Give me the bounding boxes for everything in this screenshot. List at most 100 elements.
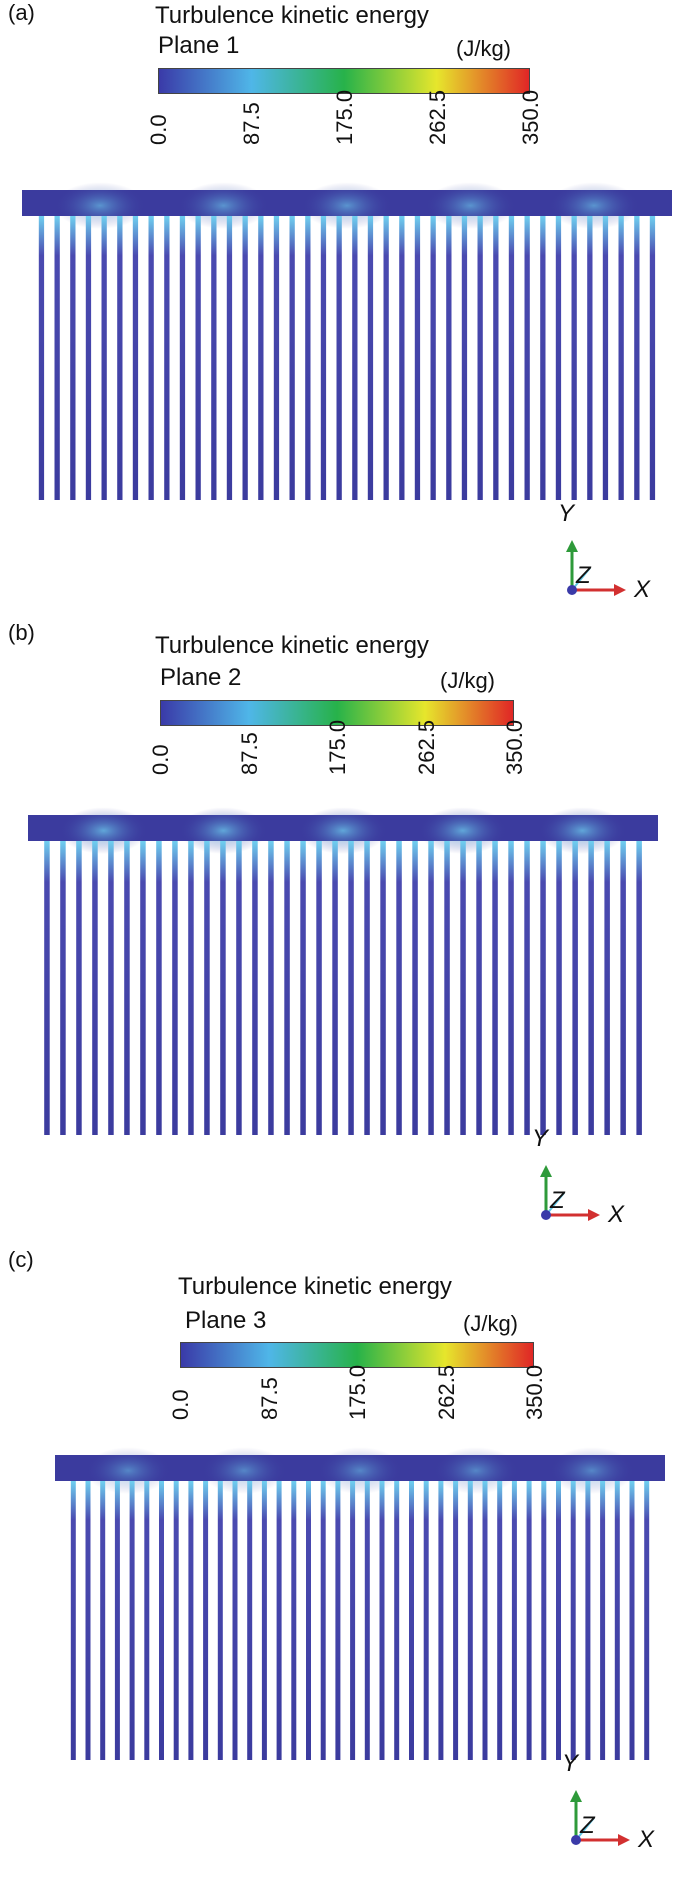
tube [380, 841, 386, 1135]
tube [114, 1481, 120, 1760]
colorbar-title: Turbulence kinetic energy [155, 2, 429, 29]
panel-a: (a) Turbulence kinetic energy Plane 1 (J… [0, 0, 700, 620]
tube [335, 1481, 341, 1760]
tube [261, 1481, 267, 1760]
panel-b: (b) Turbulence kinetic energy Plane 2 (J… [0, 620, 700, 1245]
tube [140, 841, 146, 1135]
tube [350, 1481, 356, 1760]
turbulence-hotspot [548, 182, 640, 229]
colorbar-tick-label: 0.0 [148, 744, 173, 775]
colorbar-tick-label: 0.0 [168, 1389, 193, 1420]
axis-triad-arrows [540, 1165, 600, 1221]
plane-label: Plane 2 [160, 664, 242, 691]
tube [588, 841, 594, 1135]
tube [508, 841, 514, 1135]
tube [242, 216, 248, 500]
tube [620, 841, 626, 1135]
tube [92, 841, 98, 1135]
colorbar-gradient [160, 700, 514, 726]
tube [629, 1481, 635, 1760]
panel-label: (b) [8, 620, 35, 645]
tube [444, 841, 450, 1135]
tube [188, 841, 194, 1135]
tube [412, 841, 418, 1135]
tube [148, 216, 154, 500]
tube [614, 1481, 620, 1760]
tube [320, 1481, 326, 1760]
turbulence-hotspot [301, 182, 393, 229]
contour-field [55, 1447, 665, 1760]
tube [604, 841, 610, 1135]
colorbar-tick-label: 87.5 [236, 732, 262, 775]
tube [132, 216, 139, 500]
tube [108, 841, 114, 1135]
colorbar-tick-label: 175.0 [332, 89, 357, 145]
tube [220, 841, 226, 1135]
turbulence-hotspot [178, 182, 269, 229]
tube [423, 1481, 429, 1760]
tube [508, 216, 515, 500]
turbulence-hotspot [418, 807, 507, 854]
tube [556, 841, 562, 1135]
turbulence-hotspot [201, 1447, 287, 1494]
panel-c: (c) Turbulence kinetic energy Plane 3 (J… [0, 1245, 700, 1877]
plane-label: Plane 3 [185, 1307, 267, 1334]
tube [289, 216, 295, 500]
tube [493, 216, 499, 500]
tube [300, 841, 306, 1135]
tube [430, 216, 436, 500]
tube [284, 841, 290, 1135]
tube [305, 216, 311, 500]
turbulence-hotspot [59, 807, 148, 854]
plane-label: Plane 1 [158, 32, 240, 59]
tube [570, 1481, 576, 1760]
tube [379, 1481, 385, 1760]
tube [217, 1481, 223, 1760]
tube [117, 216, 123, 500]
tube [164, 216, 170, 500]
tube [446, 216, 452, 500]
turbulence-hotspot [317, 1447, 403, 1494]
axis-label-y: Y [558, 500, 575, 527]
axis-triad: Y Z X [556, 500, 666, 610]
axis-label-z: Z [576, 562, 591, 589]
tube [572, 841, 578, 1135]
tube [144, 1481, 150, 1760]
tube [524, 841, 530, 1135]
tube [571, 216, 577, 500]
turbulence-hotspot [538, 807, 627, 854]
tube [236, 841, 242, 1135]
tube [204, 841, 210, 1135]
colorbar-title: Turbulence kinetic energy [178, 1273, 452, 1300]
tube [482, 1481, 488, 1760]
tube [585, 1481, 591, 1760]
tube [438, 1481, 444, 1760]
tube [195, 216, 201, 500]
colorbar-tick-label: 350.0 [518, 89, 543, 145]
tube [556, 1481, 561, 1760]
colorbar-tick-label: 350.0 [522, 1364, 547, 1420]
axis-label-x: X [634, 576, 651, 603]
tube [159, 1481, 164, 1760]
tube [70, 1481, 76, 1760]
tube [60, 841, 66, 1135]
axis-label-x: X [638, 1826, 655, 1853]
tube [352, 216, 358, 500]
tube [461, 216, 468, 500]
colorbar-tick-label: 262.5 [433, 1364, 459, 1420]
contour-field [22, 182, 672, 500]
tube [644, 1481, 650, 1760]
tube [526, 1481, 532, 1760]
tube [273, 216, 280, 500]
tube [336, 216, 342, 500]
colorbar-units: (J/kg) [456, 36, 511, 61]
colorbar-gradient [158, 68, 530, 94]
axis-label-z: Z [580, 1812, 595, 1839]
tube [460, 841, 466, 1135]
tube [383, 216, 389, 500]
tube [252, 841, 258, 1135]
colorbar-tick-label: 262.5 [425, 89, 450, 145]
tube [636, 841, 642, 1135]
tube [477, 216, 483, 500]
